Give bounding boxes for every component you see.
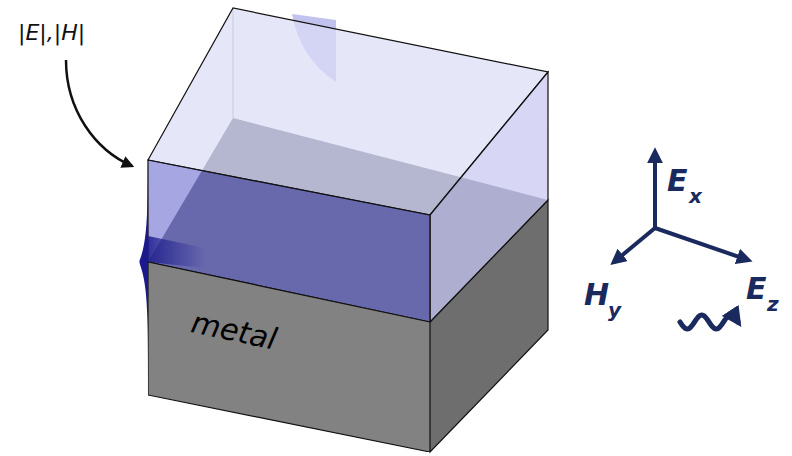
field-component-symbol: E	[667, 166, 688, 196]
axis-arrow	[655, 228, 748, 260]
axis-arrow	[614, 228, 655, 262]
field-component-subscript: y	[608, 300, 621, 320]
field-component-subscript: x	[689, 186, 702, 206]
node-outline	[148, 262, 430, 452]
field-profile-front	[139, 165, 148, 395]
field-component-symbol: E	[746, 274, 767, 304]
axis-arrow	[653, 152, 657, 228]
field-magnitude-label: |E|,|H|	[18, 22, 85, 44]
wave-arrow	[680, 315, 738, 329]
metal-front-face	[148, 262, 430, 452]
field-component-symbol: H	[584, 280, 609, 310]
metal-block: metal	[148, 262, 430, 452]
callout-arrow	[66, 60, 132, 166]
field-component-subscript: z	[767, 294, 779, 314]
field-glow	[148, 236, 205, 268]
dielectric-side-face	[430, 72, 548, 322]
